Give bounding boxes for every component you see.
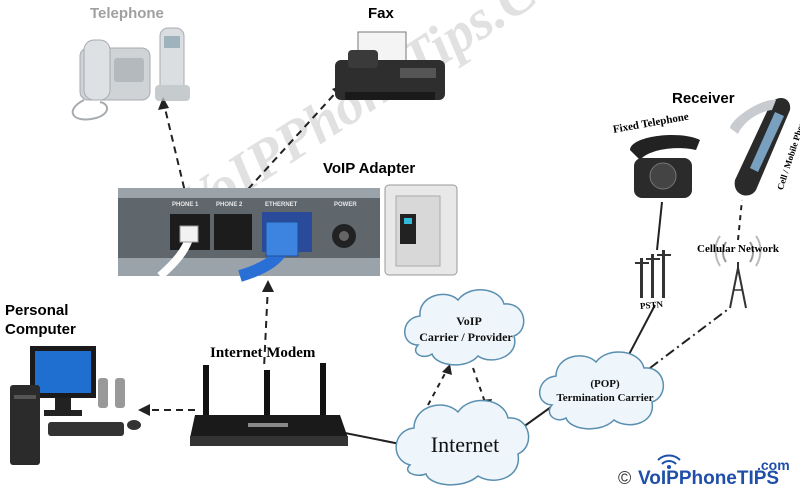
pstn-label: PSTN	[639, 299, 664, 311]
arrow-adapter	[262, 280, 274, 292]
logo-copyright: ©	[618, 468, 632, 488]
voip-adapter-device	[384, 184, 458, 276]
telephone-icon	[71, 27, 190, 121]
pop-cloud-line2: Termination Carrier	[556, 392, 654, 404]
cloud-carrier	[404, 289, 525, 366]
pstn-poles-icon	[635, 250, 671, 298]
port-phone2-label: PHONE 2	[216, 202, 243, 208]
line-adapter-fax	[239, 87, 341, 199]
cloud-pop	[538, 351, 665, 430]
logo-tld: .com	[757, 457, 790, 473]
fixed-telephone-icon	[630, 135, 700, 198]
arrow-telephone	[158, 97, 169, 110]
port-ethernet-label: ETHERNET	[265, 202, 298, 208]
line-pop-cell	[649, 309, 728, 369]
line-internet-carrier-2	[472, 367, 487, 406]
line-cell-mobile	[737, 199, 743, 241]
voip-adapter-label: VoIP Adapter	[323, 160, 416, 177]
port-power-label: POWER	[334, 202, 357, 208]
carrier-cloud-line2: Carrier / Provider	[419, 330, 513, 344]
line-pstn-fixed	[656, 201, 663, 251]
internet-cloud-label: Internet	[430, 432, 500, 457]
computer-icon	[10, 346, 141, 465]
personal-computer-label-1: Personal	[5, 302, 69, 319]
cloud-internet	[395, 399, 530, 486]
carrier-cloud-line1: VoIP	[456, 314, 482, 328]
telephone-label: Telephone	[90, 5, 164, 22]
mobile-phone-icon	[730, 97, 791, 196]
router-icon	[190, 363, 348, 446]
pop-cloud-line1: (POP)	[590, 378, 620, 390]
cell-tower-icon	[714, 235, 762, 309]
fax-label: Fax	[368, 5, 394, 22]
line-adapter-telephone	[162, 99, 188, 201]
line-pop-pstn	[624, 304, 656, 363]
line-internet-carrier-1	[427, 367, 449, 406]
fax-icon	[335, 31, 445, 100]
receiver-label: Receiver	[672, 90, 735, 107]
logo-brand: VoIPPhoneTIPS	[638, 468, 780, 489]
arrow-computer	[138, 404, 150, 416]
voip-adapter-panel	[118, 188, 380, 282]
internet-modem-label: Internet Modem	[210, 345, 316, 361]
logo-wifi-icon	[657, 454, 681, 469]
line-adapter-modem	[263, 284, 269, 369]
personal-computer-label-2: Computer	[5, 321, 76, 338]
port-phone1-label: PHONE 1	[172, 202, 199, 208]
cellular-network-label: Cellular Network	[697, 243, 779, 255]
